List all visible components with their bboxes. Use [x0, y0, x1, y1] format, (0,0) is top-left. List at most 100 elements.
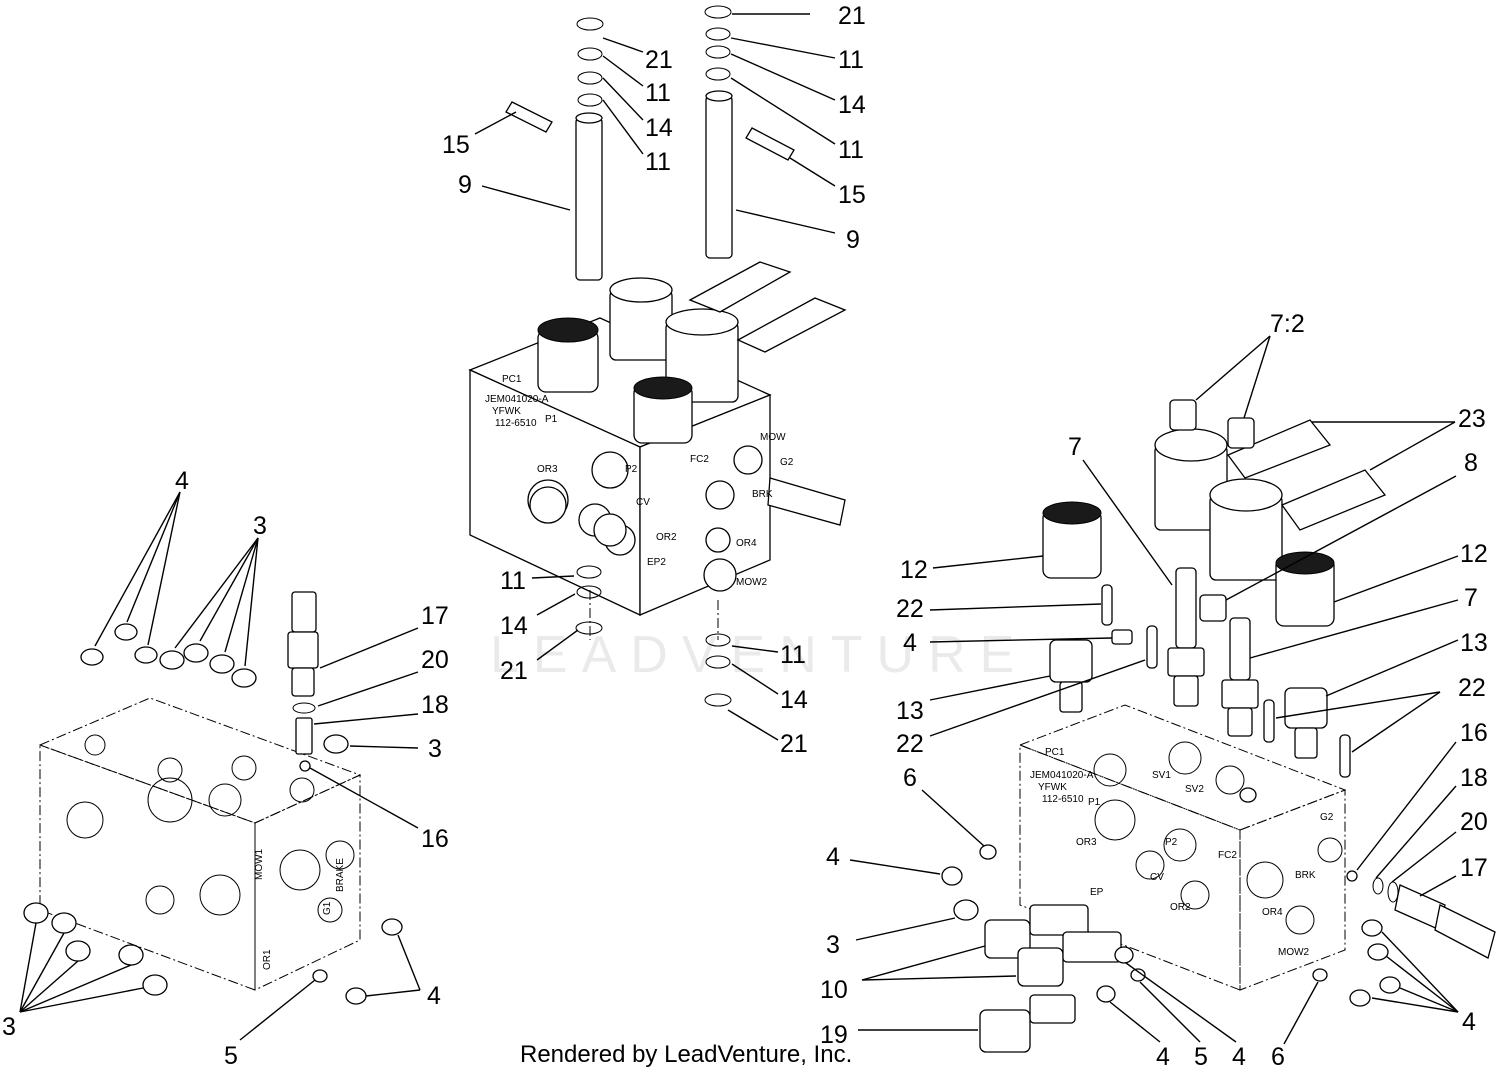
svg-text:EP2: EP2: [647, 557, 666, 568]
svg-text:OR3: OR3: [537, 464, 558, 475]
callout-18: 18: [1460, 764, 1488, 792]
middle-part-no: JEM041020-A: [485, 394, 549, 405]
svg-text:OR2: OR2: [656, 532, 677, 543]
svg-text:CV: CV: [1150, 872, 1164, 883]
middle-valve-assembly: JEM041020-A YFWK 112-6510 PC1 P1 OR3 P2 …: [468, 5, 847, 707]
callout-9: 9: [846, 226, 860, 254]
callout-7: 7: [1068, 433, 1082, 461]
leader-lines: [19, 13, 1459, 1045]
svg-text:OR3: OR3: [1076, 837, 1097, 848]
callout-16: 16: [1460, 719, 1488, 747]
svg-text:G2: G2: [1320, 812, 1334, 823]
svg-text:PC1: PC1: [502, 374, 522, 385]
svg-text:SV1: SV1: [1152, 770, 1171, 781]
callout-17: 17: [1460, 854, 1488, 882]
callout-20: 20: [1460, 808, 1488, 836]
svg-text:P2: P2: [1165, 837, 1178, 848]
svg-text:OR2: OR2: [1170, 902, 1191, 913]
callout-22: 22: [896, 730, 924, 758]
svg-text:BRK: BRK: [752, 489, 773, 500]
callout-17: 17: [421, 602, 449, 630]
svg-text:MOW1: MOW1: [254, 848, 265, 880]
svg-text:BRAKE: BRAKE: [335, 858, 346, 892]
right-code: YFWK: [1038, 782, 1067, 793]
svg-text:CV: CV: [636, 497, 650, 508]
svg-text:P1: P1: [545, 414, 558, 425]
callout-13: 13: [1460, 629, 1488, 657]
svg-text:P2: P2: [625, 464, 638, 475]
right-valve-assembly: JEM041020-A YFWK 112-6510 PC1 SV1 SV2 P1…: [941, 399, 1496, 1053]
callout-4: 4: [427, 982, 441, 1010]
svg-text:FC2: FC2: [690, 454, 709, 465]
svg-text:MOW2: MOW2: [736, 577, 768, 588]
callout-5: 5: [1194, 1043, 1208, 1071]
callout-9: 9: [458, 171, 472, 199]
callout-6: 6: [1271, 1043, 1285, 1071]
callout-15: 15: [838, 181, 866, 209]
svg-text:G1: G1: [322, 901, 333, 915]
svg-text:OR4: OR4: [1262, 907, 1283, 918]
callout-12: 12: [1460, 540, 1488, 568]
watermark-text: LEADVENTURE: [490, 626, 1028, 684]
callout-14: 14: [645, 114, 673, 142]
callout-22: 22: [896, 595, 924, 623]
callout-14: 14: [780, 686, 808, 714]
right-serial: 112-6510: [1042, 794, 1084, 805]
callout-7-2: 7:2: [1270, 310, 1305, 338]
callout-4: 4: [1232, 1043, 1246, 1071]
callout-11: 11: [500, 567, 526, 595]
callout-22: 22: [1458, 674, 1486, 702]
callout-16: 16: [421, 825, 449, 853]
callout-3: 3: [2, 1013, 16, 1041]
callout-12: 12: [900, 556, 928, 584]
svg-text:OR4: OR4: [736, 538, 757, 549]
callout-4: 4: [826, 843, 840, 871]
callout-4: 4: [1156, 1043, 1170, 1071]
callout-4: 4: [903, 629, 917, 657]
callout-21: 21: [838, 2, 866, 30]
callout-4: 4: [175, 467, 189, 495]
callout-6: 6: [903, 764, 917, 792]
callout-21: 21: [780, 730, 808, 758]
callout-15: 15: [442, 131, 470, 159]
callout-11: 11: [838, 46, 864, 74]
callout-5: 5: [224, 1042, 238, 1070]
left-manifold-assembly: MOW1 BRAKE G1 OR1: [23, 591, 403, 1005]
svg-text:G2: G2: [780, 457, 794, 468]
svg-text:MOW: MOW: [760, 432, 786, 443]
callout-3: 3: [428, 735, 442, 763]
svg-text:OR1: OR1: [262, 949, 273, 970]
callout-23: 23: [1458, 405, 1486, 433]
callout-19: 19: [820, 1021, 848, 1049]
svg-text:BRK: BRK: [1295, 870, 1316, 881]
svg-text:P1: P1: [1088, 797, 1101, 808]
callout-11: 11: [645, 79, 671, 107]
callout-7: 7: [1464, 584, 1478, 612]
svg-text:FC2: FC2: [1218, 850, 1237, 861]
callout-11: 11: [645, 148, 671, 176]
callout-18: 18: [421, 691, 449, 719]
middle-serial: 112-6510: [495, 418, 537, 429]
callout-14: 14: [838, 91, 866, 119]
svg-text:SV2: SV2: [1185, 784, 1204, 795]
callout-21: 21: [500, 657, 528, 685]
callout-10: 10: [820, 976, 848, 1004]
svg-text:MOW2: MOW2: [1278, 947, 1310, 958]
callout-14: 14: [500, 612, 528, 640]
callout-8: 8: [1464, 449, 1478, 477]
callout-21: 21: [645, 46, 673, 74]
svg-text:EP: EP: [1090, 887, 1104, 898]
callout-20: 20: [421, 646, 449, 674]
credit-text: Rendered by LeadVenture, Inc.: [520, 1041, 852, 1068]
middle-code: YFWK: [492, 406, 521, 417]
callout-11: 11: [780, 641, 806, 669]
callout-11: 11: [838, 136, 864, 164]
callout-13: 13: [896, 697, 924, 725]
right-part-no: JEM041020-A: [1030, 770, 1094, 781]
svg-text:PC1: PC1: [1045, 747, 1065, 758]
callout-3: 3: [826, 931, 840, 959]
callout-4: 4: [1462, 1008, 1476, 1036]
callout-3: 3: [253, 512, 267, 540]
